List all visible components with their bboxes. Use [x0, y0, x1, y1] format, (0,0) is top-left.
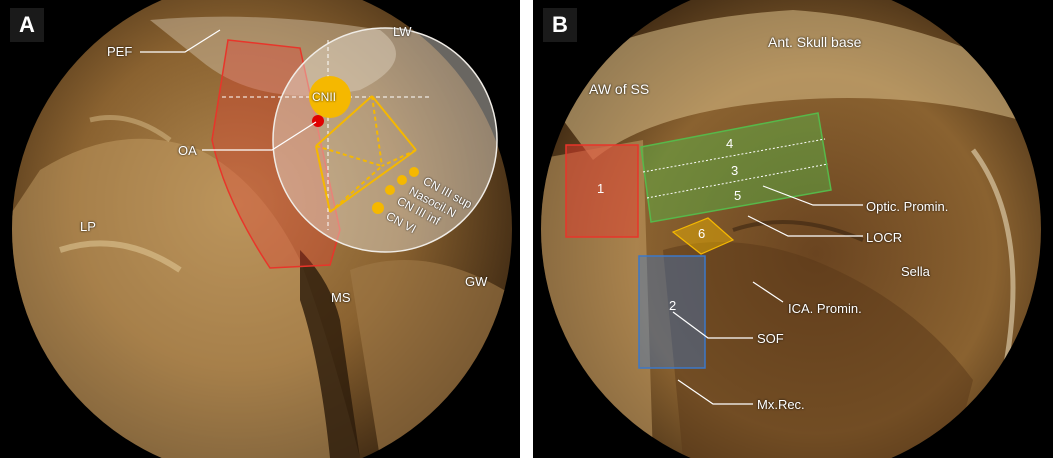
label-skull-base: Ant. Skull base: [768, 34, 862, 50]
panel-b-figure: [541, 0, 1041, 458]
label-aw: AW of SS: [589, 81, 650, 97]
muscle-cone-wireframe: [315, 95, 417, 213]
label-lp: LP: [80, 219, 96, 234]
region-2: [638, 255, 706, 369]
region-6-number: 6: [698, 226, 706, 241]
label-sof: SOF: [757, 331, 784, 346]
label-mx: Mx.Rec.: [757, 397, 805, 412]
label-ica: ICA. Promin.: [788, 301, 862, 316]
region-3-number: 3: [731, 163, 739, 178]
cnii-marker: [309, 76, 351, 118]
label-oa: OA: [178, 143, 197, 158]
label-optic: Optic. Promin.: [866, 199, 949, 214]
panel-a: A PEF LW CNII OA LP MS GW CN III sup Nas…: [0, 0, 520, 458]
label-gw: GW: [465, 274, 488, 289]
oa-leader: [202, 121, 317, 151]
green-divider-1: [642, 138, 826, 173]
region-5-number: 5: [734, 188, 742, 203]
oa-dot: [312, 115, 324, 127]
region-2-number: 2: [669, 298, 677, 313]
label-lw: LW: [393, 24, 412, 39]
panel-a-letter: A: [10, 8, 44, 42]
panel-b-letter: B: [543, 8, 577, 42]
region-1: [565, 144, 639, 238]
optic-leader: [762, 185, 863, 206]
pef-leader: [140, 29, 221, 53]
label-sella: Sella: [901, 264, 930, 279]
cn6-dot: [372, 202, 384, 214]
green-divider-2: [646, 163, 829, 199]
panel-a-figure: [12, 0, 512, 458]
panel-b: B Ant. Skull base AW of SS Optic. Promin…: [533, 0, 1053, 458]
label-ms: MS: [331, 290, 351, 305]
region-6: [671, 217, 735, 255]
cn3sup-dot: [409, 167, 419, 177]
region-4-number: 4: [726, 136, 734, 151]
region-green: [640, 112, 832, 223]
mx-leader: [677, 379, 753, 405]
ica-leader: [752, 281, 784, 303]
label-pef: PEF: [107, 44, 133, 59]
nasocil-dot: [397, 175, 407, 185]
region-1-number: 1: [597, 181, 605, 196]
cn3inf-dot: [385, 185, 395, 195]
sof-leader: [672, 311, 753, 339]
label-cnii: CNII: [312, 90, 336, 104]
locr-leader: [747, 215, 863, 237]
label-locr: LOCR: [866, 230, 903, 245]
